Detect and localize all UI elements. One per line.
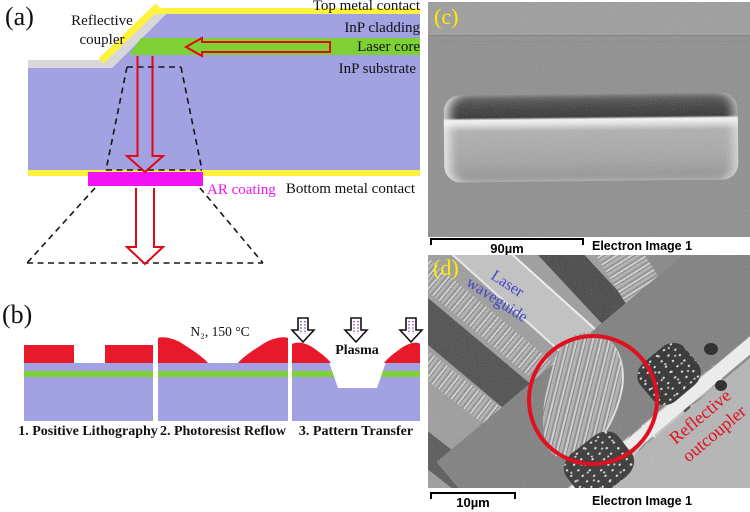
sem-image-c: (c): [428, 2, 750, 237]
panel-d-label: (d): [433, 255, 459, 280]
step3-label: 3. Pattern Transfer: [298, 424, 414, 439]
downward-emission-arrow: [124, 188, 166, 266]
scale-bar-tick: [430, 494, 432, 499]
step1-substrate: [24, 377, 153, 421]
reflowed-resist-right: [238, 337, 288, 363]
step2-label: 2. Photoresist Reflow: [159, 424, 287, 439]
plasma-arrow-icon: [398, 317, 424, 344]
facet-coating-gray: [28, 7, 166, 68]
ar-coating-layer: [88, 172, 203, 186]
beam-outline-upper: [105, 66, 203, 171]
reflow-condition-label: N₂, 150 °C: [190, 324, 250, 339]
step2-substrate: [158, 377, 288, 421]
bottom-metal-contact-label: Bottom metal contact: [285, 181, 415, 197]
panel-b-schematic: [24, 317, 424, 421]
bottom-metal-contact-layer: [28, 170, 420, 176]
laser-core-label: Laser core: [357, 39, 420, 55]
plasma-arrow-icon: [343, 317, 369, 344]
debris-blob: [704, 343, 718, 355]
sem-c-top-band: [428, 2, 750, 36]
scale-bar-tick: [582, 240, 584, 245]
panel-a-label: (a): [5, 2, 34, 31]
plasma-arrow-dots: [300, 321, 414, 334]
sem-d-info-strip: 10µm Electron Image 1: [428, 488, 750, 512]
photoresist-block-2: [105, 345, 153, 363]
beam-outline-lower: [26, 187, 264, 264]
scale-bar-value: 90µm: [490, 241, 524, 256]
plasma-arrows: [290, 317, 424, 344]
step2-cladding: [158, 363, 288, 371]
reflowed-photoresist-mesa: [443, 92, 739, 183]
scale-bar-value: 10µm: [456, 495, 490, 510]
sem-c-caption: Electron Image 1: [592, 239, 693, 253]
sem-image-d: Laser waveguide Reflective outcoupler (d…: [428, 255, 750, 488]
laser-propagation-arrow: [183, 36, 331, 58]
scale-bar-tick: [430, 240, 432, 245]
panel-a-schematic: [26, 3, 420, 266]
step1-cladding: [24, 363, 153, 371]
inp-cladding-label: InP cladding: [344, 20, 420, 36]
step1-label: 1. Positive Lithography: [18, 424, 158, 439]
panel-c-label: (c): [434, 4, 459, 29]
inp-substrate-label: InP substrate: [338, 61, 416, 77]
photoresist-block-1: [24, 345, 74, 363]
sem-c-faint-line: [428, 41, 750, 42]
plasma-arrow-icon: [290, 317, 316, 344]
ar-coating-label: AR coating: [207, 182, 276, 198]
sem-c-info-strip: 90µm Electron Image 1: [428, 237, 750, 256]
etched-trench: [329, 362, 386, 388]
reflowed-resist-left: [158, 337, 208, 363]
scale-bar-tick: [514, 494, 516, 499]
top-metal-contact-label: Top metal contact: [312, 0, 420, 14]
downward-beam-arrow-substrate: [124, 56, 166, 174]
facet-metal-yellow: [98, 3, 161, 64]
etch-resist-right: [384, 342, 420, 363]
top-metal-contact-layer: [155, 8, 420, 14]
step1-core: [24, 371, 153, 377]
scale-bar: 10µm: [430, 492, 516, 510]
scale-bar: 90µm: [430, 238, 584, 256]
sem-d-caption: Electron Image 1: [592, 494, 693, 508]
etch-resist-left: [292, 342, 331, 363]
panel-b-label: (b): [2, 300, 33, 329]
step2-core: [158, 371, 288, 377]
reflective-coupler-label: Reflective coupler: [71, 13, 133, 48]
facet-highlight-circle: [527, 334, 659, 466]
plasma-label: Plasma: [335, 343, 379, 358]
